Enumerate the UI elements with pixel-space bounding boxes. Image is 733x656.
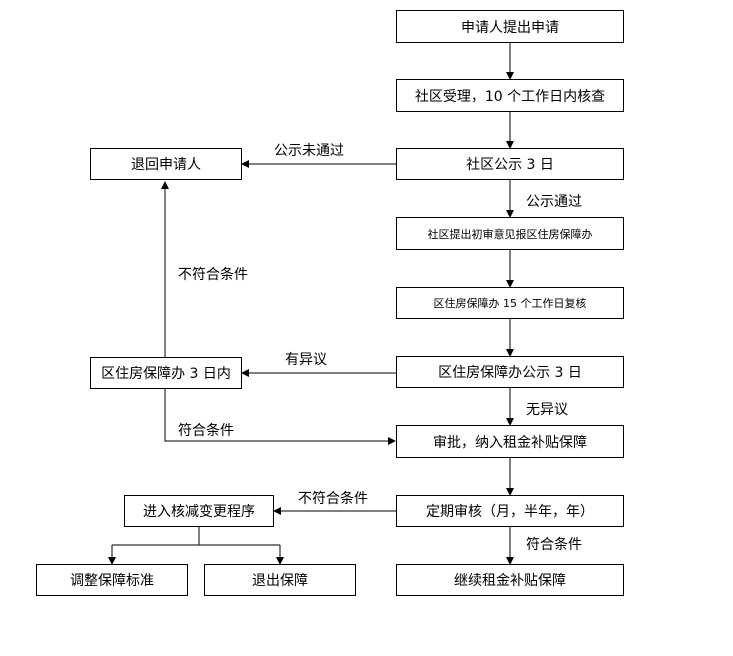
label-qualified-1: 符合条件: [178, 423, 234, 439]
branch-change-to-subitems: [112, 527, 200, 546]
label-no-objection: 无异议: [526, 402, 568, 418]
label-not-qualified-2: 不符合条件: [298, 491, 368, 507]
box-return: 退回申请人: [90, 148, 242, 180]
box-apply: 申请人提出申请: [396, 10, 624, 43]
label-publicity-pass: 公示通过: [526, 194, 582, 210]
box-district-review: 区住房保障办 15 个工作日复核: [396, 287, 624, 319]
box-change-procedure: 进入核减变更程序: [124, 495, 274, 527]
box-publicity: 社区公示 3 日: [396, 148, 624, 180]
label-objection: 有异议: [285, 352, 327, 368]
box-district-publicity: 区住房保障办公示 3 日: [396, 356, 624, 388]
box-adjust-standard: 调整保障标准: [36, 564, 188, 596]
arrow-within-to-approve: [164, 389, 396, 445]
label-qualified-2: 符合条件: [526, 537, 582, 553]
box-continue: 继续租金补贴保障: [396, 564, 624, 596]
box-district-within: 区住房保障办 3 日内: [90, 357, 242, 389]
box-approve: 审批，纳入租金补贴保障: [396, 425, 624, 458]
label-publicity-fail: 公示未通过: [274, 143, 344, 159]
label-not-qualified-1: 不符合条件: [178, 267, 248, 283]
box-accept: 社区受理，10 个工作日内核查: [396, 79, 624, 112]
box-regular-review: 定期审核（月，半年，年）: [396, 495, 624, 527]
box-initial-opinion: 社区提出初审意见报区住房保障办: [396, 217, 624, 250]
box-exit: 退出保障: [204, 564, 356, 596]
